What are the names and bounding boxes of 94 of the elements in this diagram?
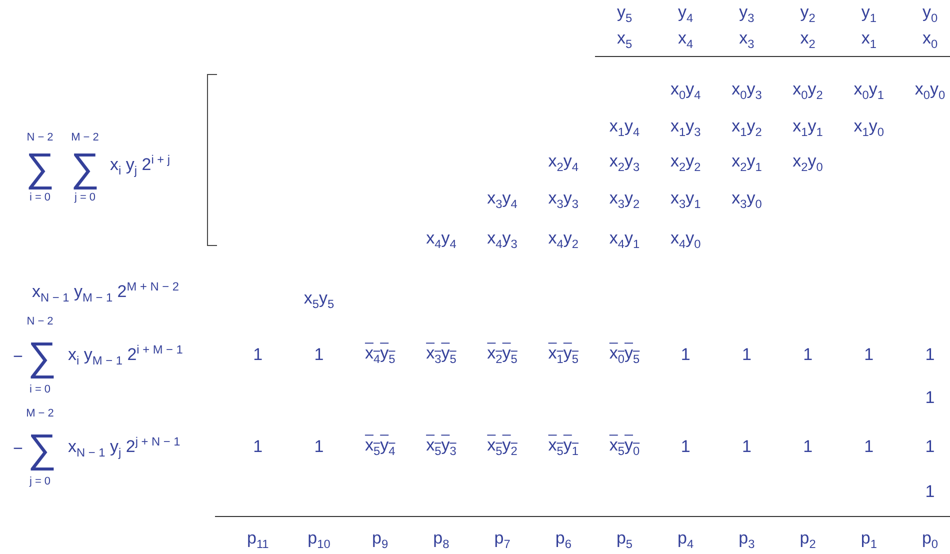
operand-bit: x$_{4}$ bbox=[678, 28, 694, 52]
inverted-partial-product: x$_{4}$y$_{5}$ bbox=[364, 344, 396, 366]
formula-term: − bbox=[13, 438, 23, 460]
product-bit: p$_{2}$ bbox=[800, 528, 816, 552]
constant-one: 1 bbox=[864, 344, 874, 366]
operand-bit: x$_{2}$ bbox=[800, 28, 816, 52]
partial-product: x$_{3}$y$_{1}$ bbox=[670, 188, 701, 212]
product-bit: p$_{11}$ bbox=[246, 528, 269, 552]
sum-limit: j = 0 bbox=[29, 475, 51, 489]
constant-one: 1 bbox=[803, 436, 813, 458]
partial-product: x$_{3}$y$_{2}$ bbox=[609, 188, 640, 212]
constant-one: 1 bbox=[925, 388, 935, 408]
constant-one: 1 bbox=[803, 344, 813, 366]
partial-product: x$_{0}$y$_{1}$ bbox=[854, 80, 884, 102]
inverted-partial-product: x$_{2}$y$_{5}$ bbox=[487, 344, 518, 366]
product-bit: p$_{10}$ bbox=[308, 528, 330, 552]
partial-product: x$_{0}$y$_{2}$ bbox=[792, 80, 823, 102]
constant-one: 1 bbox=[680, 344, 690, 366]
sum-limit: M − 2 bbox=[26, 407, 54, 421]
product-bit: p$_{1}$ bbox=[860, 528, 877, 552]
operand-bit: x$_{3}$ bbox=[739, 28, 754, 52]
inverted-partial-product: x$_{5}$y$_{0}$ bbox=[609, 436, 640, 458]
summation-sign: ∑ bbox=[28, 429, 56, 469]
operand-bit: y$_{5}$ bbox=[616, 2, 632, 26]
formula-term: x$_{N − 1}$ y$_{M − 1}$ 2$^{M + N − 2}$ bbox=[32, 279, 179, 305]
sum-limit: N − 2 bbox=[26, 131, 54, 145]
summation-sign: ∑ bbox=[70, 148, 100, 188]
partial-product: x$_{1}$y$_{1}$ bbox=[792, 116, 823, 140]
inverted-partial-product: x$_{3}$y$_{5}$ bbox=[426, 344, 456, 366]
partial-product: x$_{1}$y$_{2}$ bbox=[732, 116, 762, 140]
constant-one: 1 bbox=[253, 436, 263, 458]
partial-product: x$_{2}$y$_{2}$ bbox=[670, 152, 701, 174]
summation-sign: ∑ bbox=[26, 148, 54, 188]
constant-one: 1 bbox=[680, 436, 690, 458]
inverted-partial-product: x$_{5}$y$_{4}$ bbox=[364, 436, 396, 458]
partial-product: x$_{4}$y$_{3}$ bbox=[487, 228, 518, 252]
product-bit: p$_{9}$ bbox=[372, 528, 388, 552]
product-bit: p$_{3}$ bbox=[738, 528, 755, 552]
partial-product: x$_{4}$y$_{0}$ bbox=[670, 228, 701, 252]
formula-term: x$_{i}$ y$_{M − 1}$ 2$^{i + M − 1}$ bbox=[68, 342, 183, 368]
partial-product: x$_{3}$y$_{0}$ bbox=[732, 188, 762, 212]
operand-bit: y$_{0}$ bbox=[922, 2, 938, 26]
operand-bit: x$_{1}$ bbox=[861, 28, 876, 52]
partial-product: x$_{1}$y$_{4}$ bbox=[609, 116, 640, 140]
constant-one: 1 bbox=[742, 344, 752, 366]
product-bit: p$_{0}$ bbox=[922, 528, 938, 552]
partial-product: x$_{2}$y$_{4}$ bbox=[548, 152, 579, 174]
constant-one: 1 bbox=[314, 436, 324, 458]
product-bit: p$_{5}$ bbox=[616, 528, 633, 552]
partial-product: x$_{4}$y$_{4}$ bbox=[426, 228, 456, 252]
sum-limit: i = 0 bbox=[29, 383, 51, 397]
inverted-partial-product: x$_{5}$y$_{1}$ bbox=[548, 436, 579, 458]
operand-bit: y$_{3}$ bbox=[739, 2, 754, 26]
formula-term: − bbox=[13, 346, 23, 368]
partial-product: x$_{2}$y$_{1}$ bbox=[732, 152, 762, 174]
product-bit: p$_{7}$ bbox=[494, 528, 510, 552]
partial-product: x$_{0}$y$_{0}$ bbox=[914, 80, 946, 102]
formula-term: x$_{N − 1}$ y$_{j}$ 2$^{j + N − 1}$ bbox=[68, 434, 180, 460]
partial-product: x$_{4}$y$_{1}$ bbox=[609, 228, 640, 252]
partial-product: x$_{2}$y$_{0}$ bbox=[792, 152, 823, 174]
inverted-partial-product: x$_{0}$y$_{5}$ bbox=[609, 344, 640, 366]
partial-product: x$_{2}$y$_{3}$ bbox=[609, 152, 640, 174]
sum-limit: i = 0 bbox=[29, 191, 51, 205]
constant-one: 1 bbox=[314, 344, 324, 366]
partial-product: x$_{0}$y$_{4}$ bbox=[670, 80, 701, 102]
constant-one: 1 bbox=[925, 436, 935, 458]
partial-product: x$_{4}$y$_{2}$ bbox=[548, 228, 579, 252]
partial-product: x$_{0}$y$_{3}$ bbox=[732, 80, 762, 102]
product-bit: p$_{4}$ bbox=[678, 528, 694, 552]
operand-bit: x$_{5}$ bbox=[616, 28, 632, 52]
product-bit: p$_{8}$ bbox=[433, 528, 450, 552]
operand-bit: y$_{4}$ bbox=[678, 2, 694, 26]
sum-limit: M − 2 bbox=[71, 131, 99, 145]
partial-product: x$_{3}$y$_{3}$ bbox=[548, 188, 579, 212]
constant-one: 1 bbox=[253, 344, 263, 366]
inverted-partial-product: x$_{1}$y$_{5}$ bbox=[548, 344, 579, 366]
constant-one: 1 bbox=[742, 436, 752, 458]
partial-product: x$_{1}$y$_{3}$ bbox=[670, 116, 701, 140]
constant-one: 1 bbox=[864, 436, 874, 458]
product-bit: p$_{6}$ bbox=[555, 528, 572, 552]
operand-bit: y$_{2}$ bbox=[800, 2, 816, 26]
partial-product: x$_{1}$y$_{0}$ bbox=[854, 116, 884, 140]
constant-one: 1 bbox=[925, 344, 935, 366]
constant-one: 1 bbox=[925, 482, 935, 502]
inverted-partial-product: x$_{5}$y$_{3}$ bbox=[426, 436, 456, 458]
partial-product: x$_{3}$y$_{4}$ bbox=[487, 188, 518, 212]
summation-sign: ∑ bbox=[28, 337, 56, 377]
sum-limit: N − 2 bbox=[26, 315, 54, 329]
formula-term: x$_{i}$ y$_{j}$ 2$^{i + j}$ bbox=[110, 152, 170, 178]
operand-bit: x$_{0}$ bbox=[922, 28, 938, 52]
sum-limit: j = 0 bbox=[74, 191, 96, 205]
inverted-partial-product: x$_{5}$y$_{2}$ bbox=[487, 436, 518, 458]
partial-product: x$_{5}$y$_{5}$ bbox=[304, 288, 334, 312]
operand-bit: y$_{1}$ bbox=[861, 2, 876, 26]
